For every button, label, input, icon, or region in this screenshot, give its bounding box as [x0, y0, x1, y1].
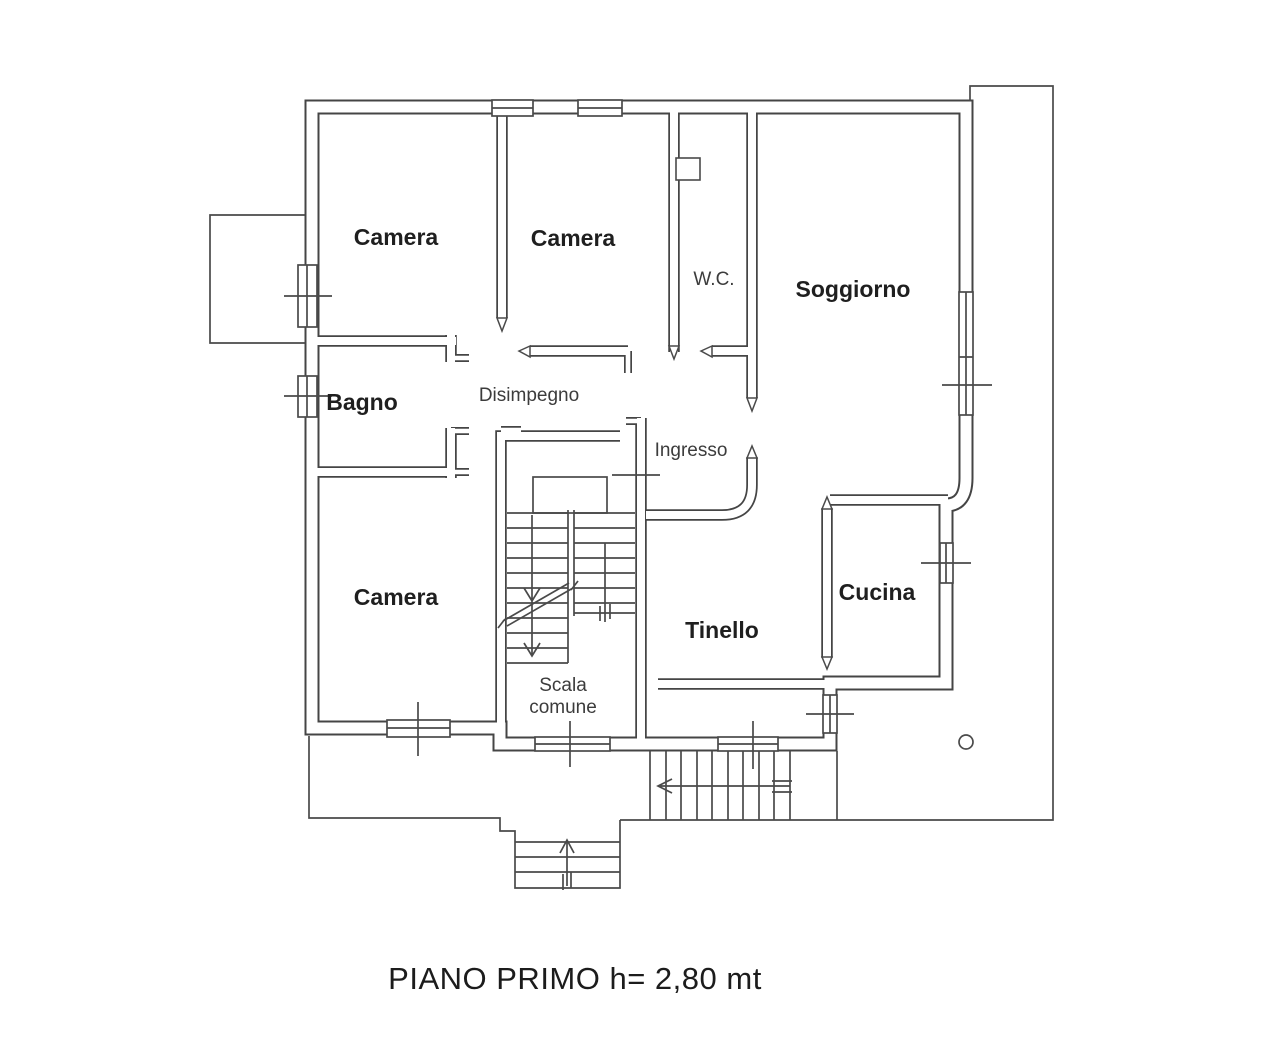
window-icon [284, 375, 332, 418]
stair-landing [532, 476, 608, 514]
stair-start-mark [599, 543, 611, 622]
terrace-right [620, 85, 1054, 821]
room-label-tinello: Tinello [685, 617, 759, 643]
side-stairs [649, 751, 792, 820]
entry-steps [515, 838, 620, 890]
room-label-disimpegno: Disimpegno [479, 385, 579, 406]
room-label-ingresso: Ingresso [655, 440, 728, 461]
page-title: PIANO PRIMO h= 2,80 mt [388, 961, 762, 996]
section-break-line [497, 580, 579, 629]
window-icon [717, 721, 779, 769]
room-label-bagno: Bagno [326, 389, 398, 415]
up-arrow-icon [559, 838, 575, 890]
room-label-wc: W.C. [693, 269, 734, 290]
room-label-camera-sw: Camera [354, 584, 439, 610]
room-label-camera-nw: Camera [354, 224, 439, 250]
balcony-bottom [308, 736, 621, 889]
balcony-left [209, 214, 305, 344]
wall-notch [675, 157, 701, 181]
room-label-cucina: Cucina [839, 579, 916, 605]
window-icon [942, 291, 992, 416]
left-arrow-icon [656, 778, 792, 794]
window-icon [284, 264, 332, 328]
window-icon [577, 99, 623, 117]
down-arrow-icon [523, 515, 541, 658]
window-icon [806, 694, 854, 734]
stair-label-line2: comune [529, 697, 597, 718]
door-caps [495, 317, 834, 671]
window-icon [534, 721, 611, 767]
windows [284, 99, 992, 769]
room-label-soggiorno: Soggiorno [796, 276, 911, 302]
stairwell [497, 474, 660, 664]
stair-label-line1: Scala [539, 675, 587, 696]
door-jambs [451, 351, 641, 476]
room-labels: Camera Camera W.C. Soggiorno Bagno Disim… [326, 224, 915, 718]
window-icon [386, 702, 451, 756]
window-icon [921, 542, 971, 584]
walls-interior [312, 110, 948, 744]
column-icon [958, 734, 974, 750]
room-label-camera-n: Camera [531, 225, 616, 251]
window-icon [491, 99, 534, 117]
stair-divider [567, 510, 575, 663]
balconies-terraces [209, 85, 1054, 889]
